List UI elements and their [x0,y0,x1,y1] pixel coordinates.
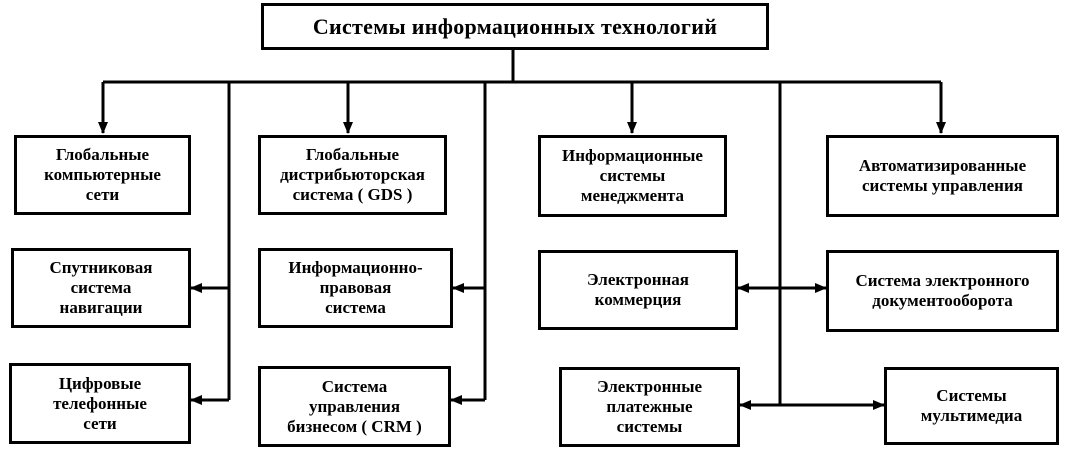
box-asu: Автоматизированные системы управления [826,135,1059,217]
box-asu-label: Автоматизированные системы управления [858,156,1027,195]
box-ecommerce-label: Электронная коммерция [587,270,689,309]
box-edms-label: Система электронного документооборота [855,271,1030,310]
box-legal-system-label: Информационно- правовая система [288,258,423,317]
box-crm: Система управления бизнесом ( CRM ) [258,366,451,447]
box-ecommerce: Электронная коммерция [538,250,738,330]
box-mis: Информационные системы менеджмента [538,135,727,217]
box-digital-phone-label: Цифровые телефонные сети [53,373,147,433]
box-payment-label: Электронные платежные системы [596,377,703,436]
box-satellite-nav: Спутниковая система навигации [11,248,191,328]
box-edms: Система электронного документооборота [826,250,1059,332]
box-global-networks: Глобальные компьютерные сети [14,135,191,215]
title-text: Системы информационных технологий [312,13,718,39]
box-gds-label: Глобальные дистрибьюторская система ( GD… [280,145,425,204]
box-legal-system: Информационно- правовая система [258,248,453,328]
box-satellite-nav-label: Спутниковая система навигации [49,258,153,317]
box-digital-phone: Цифровые телефонные сети [9,363,191,444]
box-payment: Электронные платежные системы [559,367,740,447]
title-box: Системы информационных технологий [261,3,769,50]
box-crm-label: Система управления бизнесом ( CRM ) [287,376,422,436]
box-gds: Глобальные дистрибьюторская система ( GD… [258,135,447,215]
box-mis-label: Информационные системы менеджмента [562,146,703,205]
box-global-networks-label: Глобальные компьютерные сети [44,145,161,204]
box-multimedia: Системы мультимедиа [884,367,1059,445]
box-multimedia-label: Системы мультимедиа [920,386,1023,425]
